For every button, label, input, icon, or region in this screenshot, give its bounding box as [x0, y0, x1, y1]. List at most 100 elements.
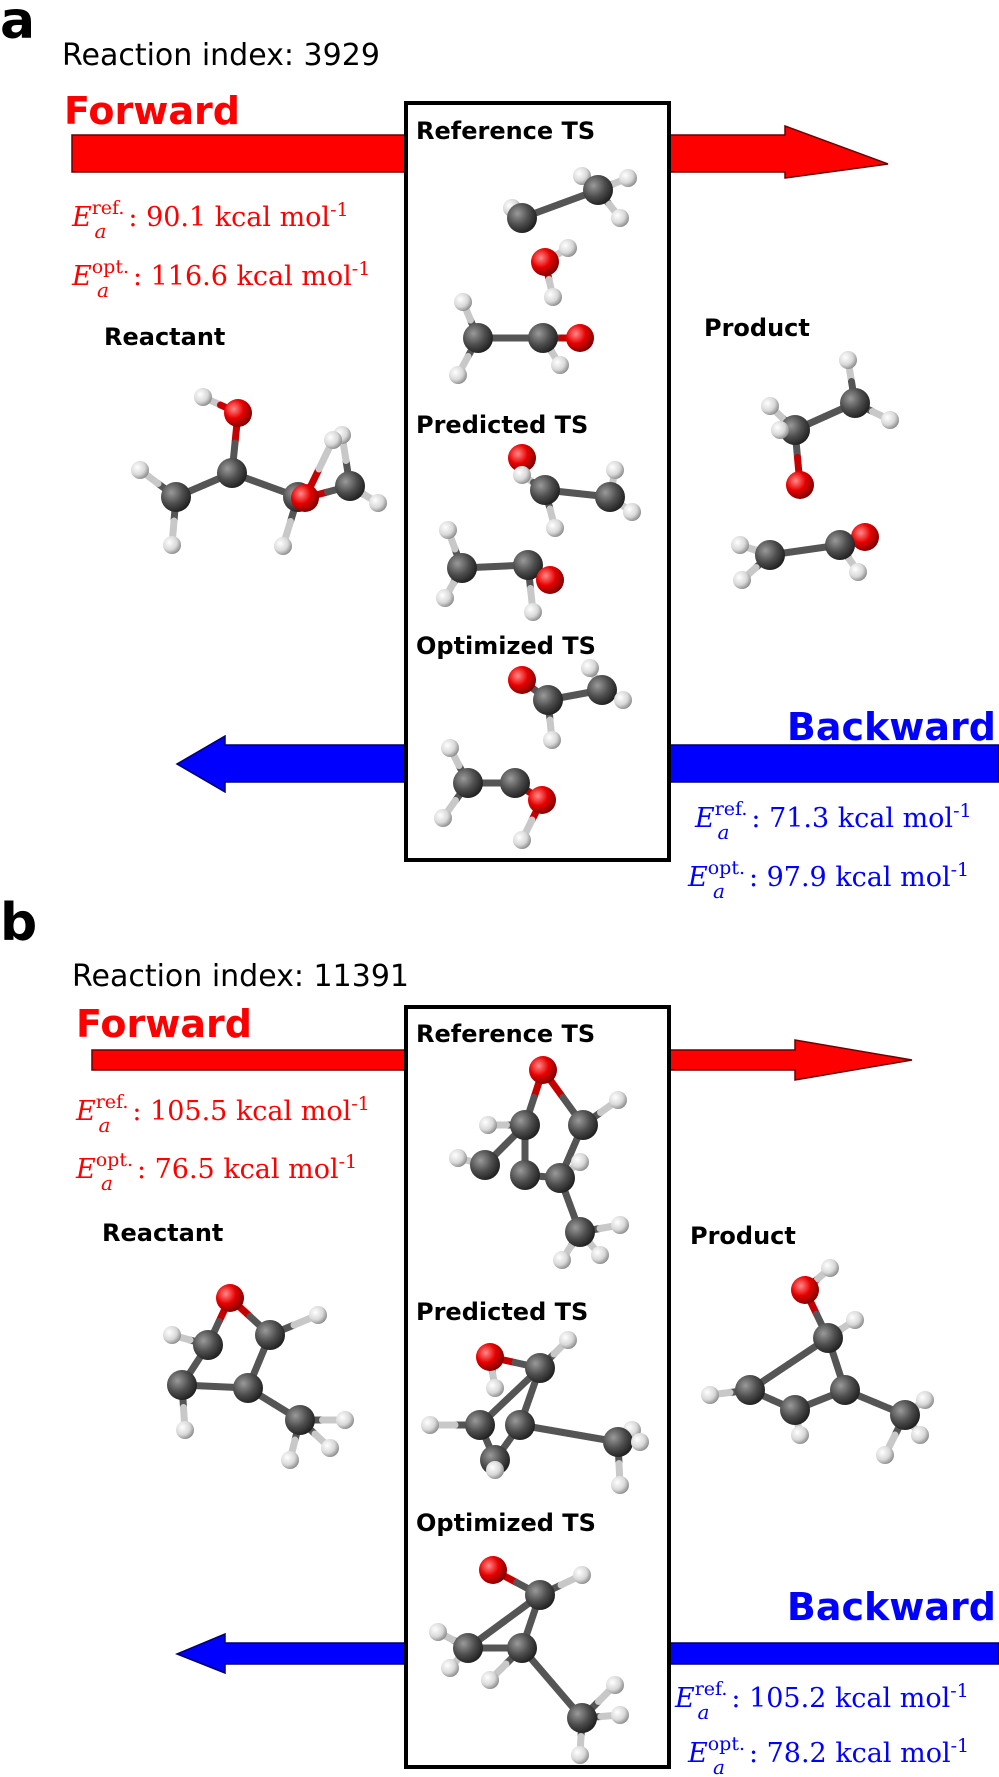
hydrogen-atom [544, 288, 562, 306]
hydrogen-atom [821, 1259, 839, 1277]
hydrogen-atom [281, 1451, 299, 1469]
forward-energies: Eref.a: 105.5 kcal mol-1 Eopt.a: 76.5 kc… [75, 1091, 370, 1195]
hydrogen-atom [454, 293, 472, 311]
hydrogen-atom [733, 571, 751, 589]
backward-label: Backward [787, 705, 996, 749]
hydrogen-atom [623, 503, 641, 521]
hydrogen-atom [876, 1446, 894, 1464]
optimized-ts-b-molecule [429, 1556, 629, 1764]
carbon-atom [890, 1400, 920, 1430]
hydrogen-atom [369, 494, 387, 512]
carbon-atom [193, 1330, 223, 1360]
carbon-atom [233, 1373, 263, 1403]
carbon-atom [530, 475, 560, 505]
hydrogen-atom [761, 397, 779, 415]
carbon-atom [525, 1580, 555, 1610]
hydrogen-atom [631, 1433, 649, 1451]
hydrogen-atom [176, 1421, 194, 1439]
hydrogen-atom [194, 388, 212, 406]
oxygen-atom [476, 1343, 504, 1371]
carbon-atom [780, 415, 810, 445]
hydrogen-atom [429, 1623, 447, 1641]
hydrogen-atom [611, 1706, 629, 1724]
ts-label-predicted: Predicted TS [416, 411, 588, 439]
carbon-atom [335, 471, 365, 501]
hydrogen-atom [611, 209, 629, 227]
hydrogen-atom [336, 1411, 354, 1429]
hydrogen-atom [486, 1379, 504, 1397]
hydrogen-atom [513, 831, 531, 849]
reaction-index: Reaction index: 3929 [62, 38, 380, 73]
carbon-atom [465, 1410, 495, 1440]
product-a-molecule [731, 351, 899, 589]
ts-label-predicted: Predicted TS [416, 1298, 588, 1326]
hydrogen-atom [163, 1326, 181, 1344]
backward-energies: Eref.a: 71.3 kcal mol-1 Eopt.a: 97.9 kca… [687, 798, 972, 903]
carbon-atom [830, 1375, 860, 1405]
hydrogen-atom [609, 1091, 627, 1109]
product-b-molecule [701, 1259, 934, 1464]
hydrogen-atom [553, 1251, 571, 1269]
ts-label-reference: Reference TS [416, 117, 595, 145]
oxygen-atom [508, 444, 536, 472]
oxygen-atom [536, 566, 564, 594]
carbon-atom [568, 1110, 598, 1140]
hydrogen-atom [846, 1311, 864, 1329]
hydrogen-atom [559, 239, 577, 257]
ts-label-optimized: Optimized TS [416, 1509, 596, 1537]
optimized-ts-a-molecule [434, 659, 632, 849]
hydrogen-atom [591, 1246, 609, 1264]
hydrogen-atom [441, 1659, 459, 1677]
hydrogen-atom [449, 1149, 467, 1167]
backward-label: Backward [787, 1585, 996, 1629]
carbon-atom [507, 1633, 537, 1663]
hydrogen-atom [324, 431, 342, 449]
oxygen-atom [508, 666, 536, 694]
oxygen-atom [531, 248, 559, 276]
carbon-atom [167, 1370, 197, 1400]
hydrogen-atom [849, 563, 867, 581]
reference-ts-b-molecule [449, 1056, 629, 1269]
oxygen-atom [529, 1056, 557, 1084]
carbon-atom [507, 203, 537, 233]
hydrogen-atom [839, 351, 857, 369]
hydrogen-atom [916, 1391, 934, 1409]
hydrogen-atom [611, 1216, 629, 1234]
ts-label-reference: Reference TS [416, 1020, 595, 1048]
hydrogen-atom [479, 1116, 497, 1134]
carbon-atom [545, 1163, 575, 1193]
forward-ea-opt: Eopt.a: 76.5 kcal mol-1 [75, 1149, 357, 1195]
carbon-atom [533, 685, 563, 715]
oxygen-atom [851, 523, 879, 551]
hydrogen-atom [434, 809, 452, 827]
hydrogen-atom [543, 731, 561, 749]
hydrogen-atom [163, 536, 181, 554]
hydrogen-atom [731, 536, 749, 554]
carbon-atom [513, 550, 543, 580]
backward-ea-opt: Eopt.a: 97.9 kcal mol-1 [687, 857, 969, 903]
reactant-label: Reactant [102, 1219, 223, 1247]
backward-ea-opt: Eopt.a: 78.2 kcal mol-1 [687, 1733, 969, 1777]
carbon-atom [453, 768, 483, 798]
hydrogen-atom [551, 356, 569, 374]
hydrogen-atom [614, 691, 632, 709]
hydrogen-atom [771, 421, 789, 439]
oxygen-atom [528, 786, 556, 814]
hydrogen-atom [481, 1671, 499, 1689]
carbon-atom [510, 1110, 540, 1140]
hydrogen-atom [321, 1439, 339, 1457]
forward-ea-ref: Eref.a: 90.1 kcal mol-1 [71, 197, 349, 243]
hydrogen-atom [436, 589, 454, 607]
hydrogen-atom [606, 1676, 624, 1694]
carbon-atom [255, 1320, 285, 1350]
oxygen-atom [479, 1556, 507, 1584]
hydrogen-atom [701, 1386, 719, 1404]
forward-label: Forward [64, 89, 240, 133]
hydrogen-atom [546, 519, 564, 537]
carbon-atom [595, 482, 625, 512]
carbon-atom [825, 530, 855, 560]
carbon-atom [587, 675, 617, 705]
backward-energies: Eref.a: 105.2 kcal mol-1 Eopt.a: 78.2 kc… [674, 1678, 969, 1777]
carbon-atom [603, 1427, 633, 1457]
backward-ea-ref: Eref.a: 71.3 kcal mol-1 [694, 798, 972, 844]
